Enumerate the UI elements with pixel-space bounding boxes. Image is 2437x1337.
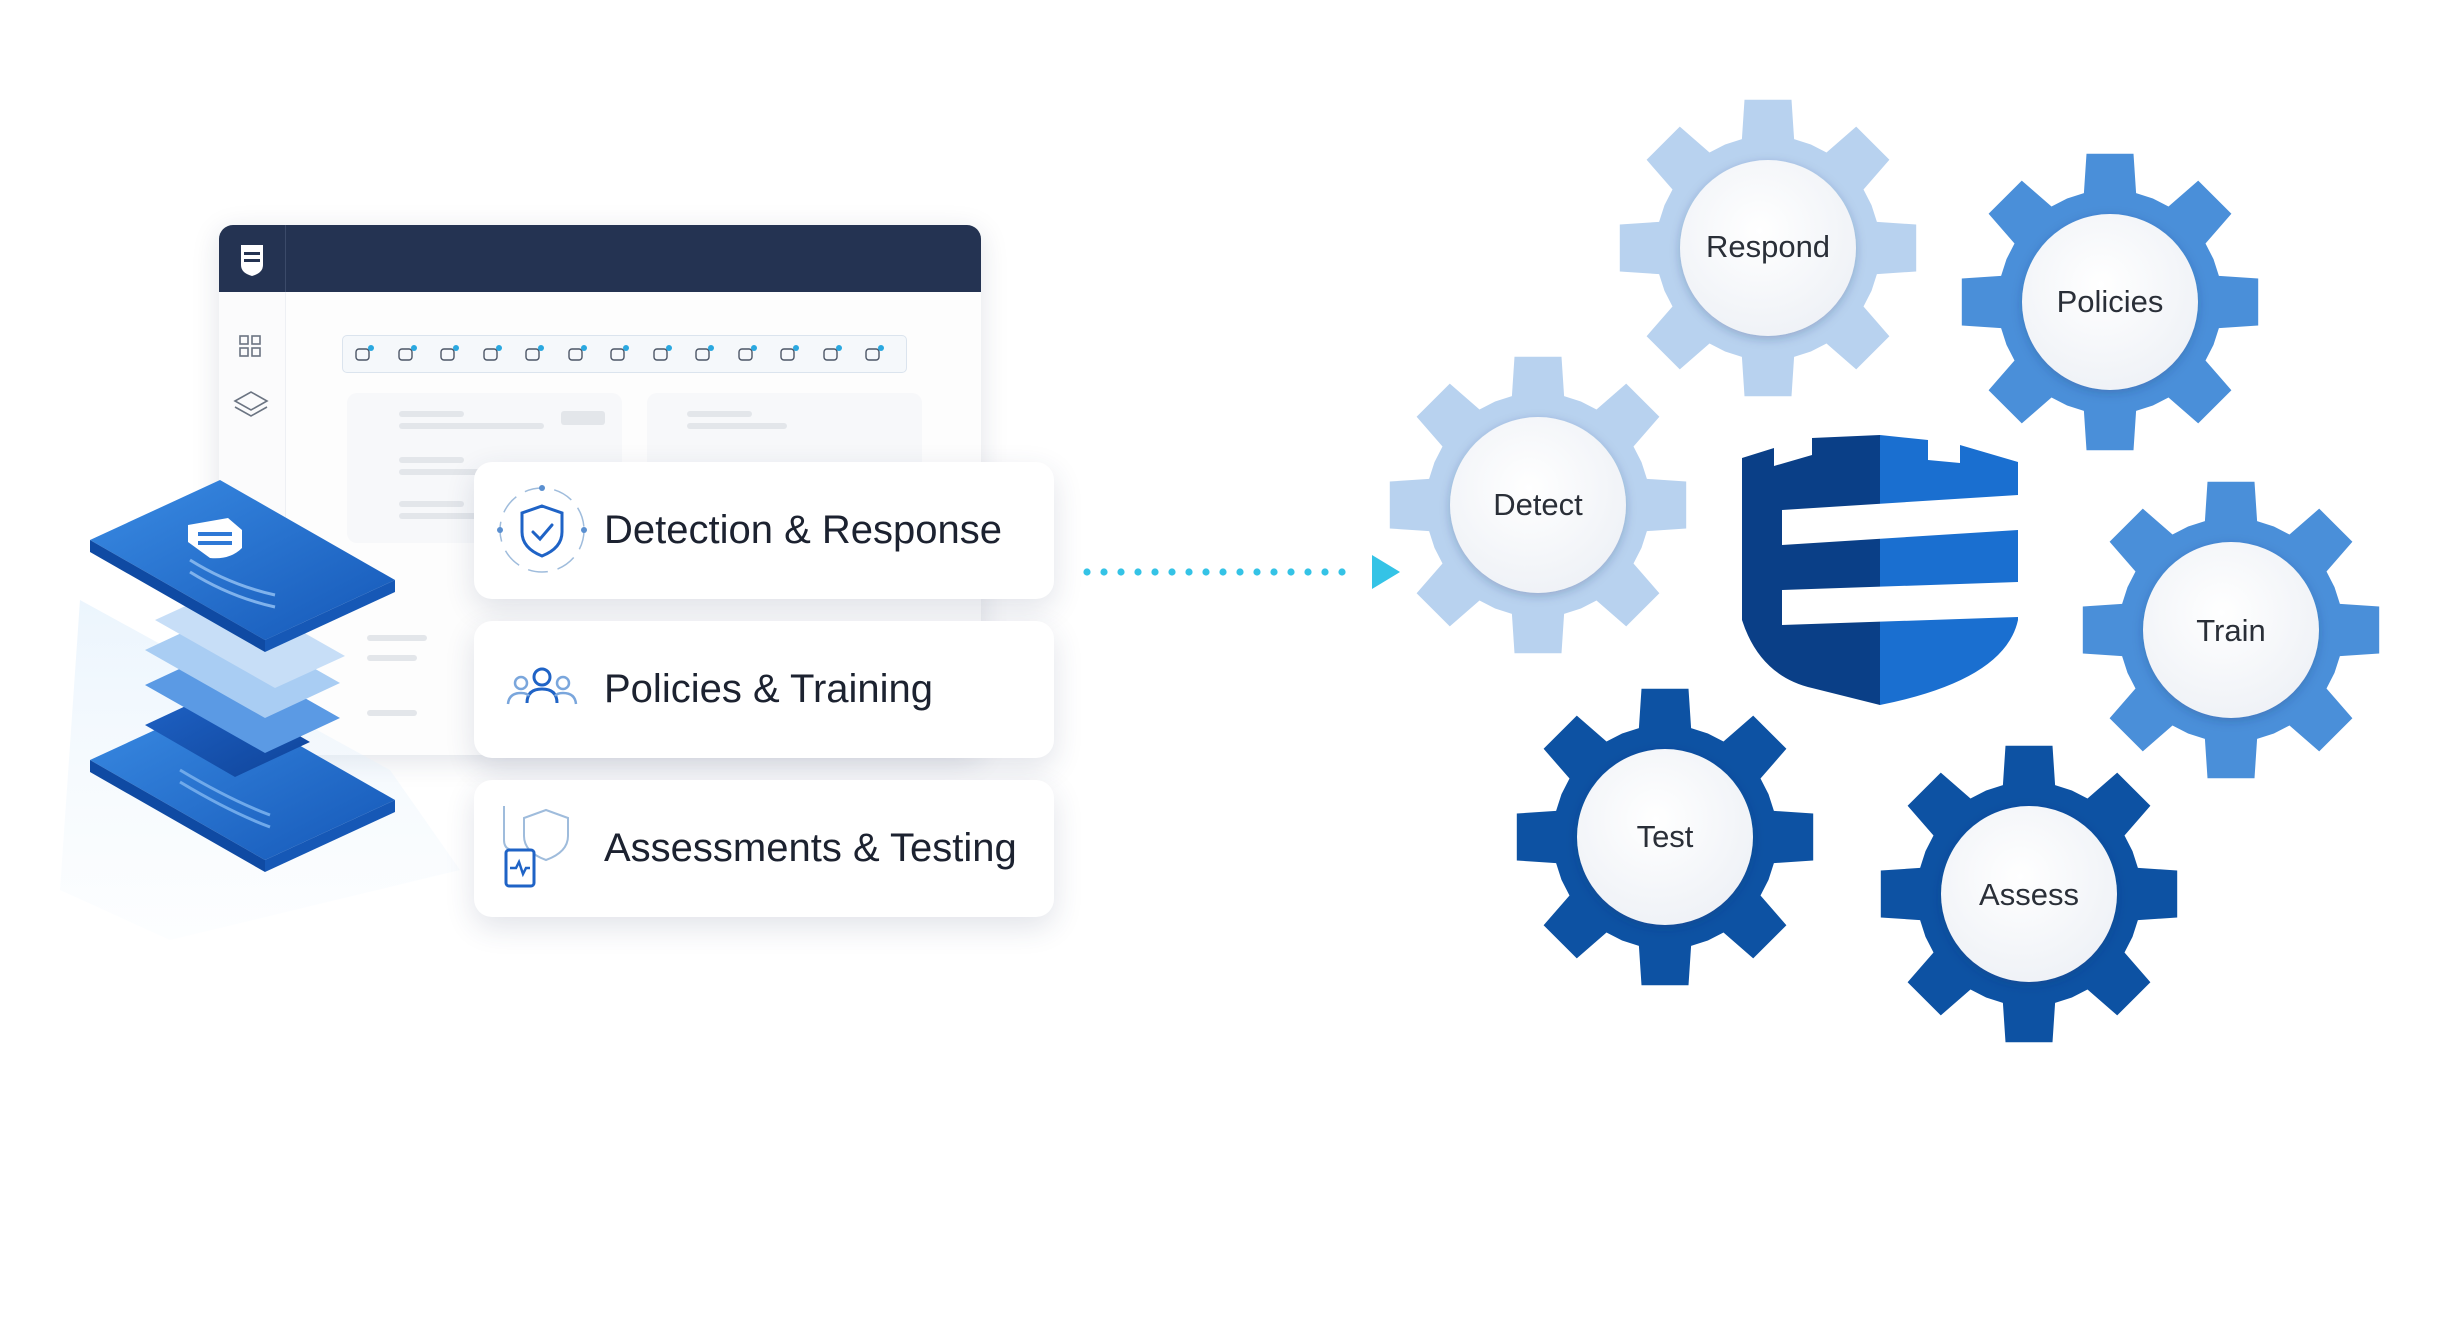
- toolbar-tool-icon: [780, 345, 799, 361]
- gear-detect: [1389, 356, 1687, 654]
- feature-card-policies-training[interactable]: Policies & Training: [474, 621, 1054, 758]
- toolbar-tool-icon: [567, 345, 587, 361]
- shield-check-icon: [497, 485, 587, 573]
- gear-train-hub: [2143, 542, 2319, 718]
- toolbar-tool-icon: [355, 345, 374, 361]
- flow-arrow: [1083, 555, 1400, 589]
- gear-assess: [1880, 745, 2178, 1043]
- toolbar-tool-icon: [482, 345, 502, 361]
- feature-label: Policies & Training: [604, 667, 934, 711]
- feature-card-detection-response[interactable]: Detection & Response: [474, 462, 1054, 599]
- gear-label-train: Train: [2196, 613, 2266, 648]
- gear-test: [1516, 688, 1814, 986]
- gear-test-hub: [1577, 749, 1753, 925]
- toolbar-tool-icon: [525, 345, 544, 361]
- placeholder-line: [367, 655, 417, 661]
- toolbar-tool-icon: [737, 345, 757, 361]
- tile-logo-icon: [188, 518, 242, 559]
- placeholder-line: [367, 635, 427, 641]
- toolbar-tool-icon: [865, 345, 884, 361]
- gear-policies: [1961, 153, 2259, 451]
- layers-stack-illustration: [60, 480, 460, 940]
- layers-icon: [233, 391, 269, 417]
- placeholder-line: [367, 710, 417, 716]
- toolbar-tool-icon: [610, 345, 629, 361]
- app-logo-cell: [219, 225, 286, 292]
- app-logo-icon: [241, 245, 263, 276]
- stack-tile-top: [90, 480, 395, 652]
- gear-detect-hub: [1450, 417, 1626, 593]
- app-toolbar: [342, 335, 907, 373]
- app-header: [219, 225, 981, 292]
- people-icon: [506, 667, 578, 705]
- toolbar-tool-icon: [822, 345, 842, 361]
- gear-policies-hub: [2022, 214, 2198, 390]
- gear-label-detect: Detect: [1493, 487, 1583, 522]
- brand-logo-icon: [1742, 435, 2018, 705]
- toolbar-tool-icon: [652, 345, 672, 361]
- toolbar-tool-icon: [440, 345, 459, 361]
- feature-card-assessments-testing[interactable]: Assessments & Testing: [474, 780, 1054, 917]
- toolbar-tool-icon: [695, 345, 714, 361]
- gear-label-test: Test: [1636, 819, 1694, 854]
- gear-label-assess: Assess: [1979, 877, 2079, 912]
- toolbar-tool-icon: [397, 345, 417, 361]
- gear-respond: [1619, 99, 1917, 397]
- gear-assess-hub: [1941, 806, 2117, 982]
- grid-icon: [239, 335, 261, 357]
- gear-label-respond: Respond: [1705, 229, 1831, 264]
- assessment-icon: [503, 806, 569, 888]
- gear-respond-hub: [1680, 160, 1856, 336]
- gear-label-policies: Policies: [2056, 284, 2164, 319]
- feature-label: Assessments & Testing: [604, 826, 1017, 870]
- stack-tile-bottom: [90, 700, 395, 872]
- arrow-head-icon: [1372, 555, 1400, 589]
- gear-train: [2082, 481, 2380, 779]
- feature-label: Detection & Response: [604, 508, 1003, 552]
